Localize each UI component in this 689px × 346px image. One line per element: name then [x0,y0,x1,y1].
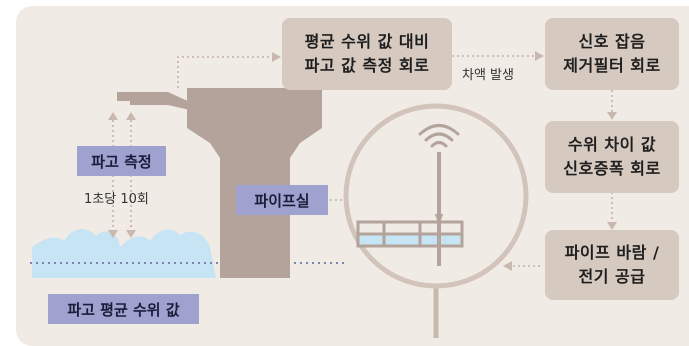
diagram-stage: 평균 수위 값 대비 파고 값 측정 회로 신호 잡음 제거필터 회로 수위 차… [16,6,689,346]
amp-line1: 수위 차이 값 [567,135,657,154]
tank-frame [356,220,464,248]
noise-line1: 신호 잡음 [578,32,646,51]
amplifier-box: 수위 차이 값 신호증폭 회로 [545,121,679,193]
pipe-room-label: 파이프실 [236,185,328,215]
arrowhead-to-amp [607,112,617,120]
signal-line-top [177,56,272,88]
pipe-structure [187,88,322,278]
compare-line1: 평균 수위 값 대비 [304,32,430,51]
probe-tip [435,214,443,226]
average-level-label: 파고 평균 수위 값 [48,294,199,324]
arrowhead-to-circle [503,261,512,271]
arrowhead-to-compare [272,52,281,62]
noise-line2: 제거필터 회로 [563,56,661,75]
sensor-arm [117,92,190,110]
compare-circuit-box: 평균 수위 값 대비 파고 값 측정 회로 [282,18,452,90]
supply-line1: 파이프 바람 / [564,243,660,262]
signal-icon [418,124,460,148]
tank-water [358,234,462,246]
difference-label: 차액 발생 [462,68,514,83]
rate-label: 1초당 10회 [84,192,149,207]
supply-line2: 전기 공급 [578,267,646,286]
arrowheads [108,112,136,238]
compare-line2: 파고 값 측정 회로 [304,56,430,75]
wave-measure-label: 파고 측정 [77,146,166,176]
amp-line2: 신호증폭 회로 [563,159,661,178]
supply-box: 파이프 바람 / 전기 공급 [545,230,679,300]
noise-filter-box: 신호 잡음 제거필터 회로 [545,18,679,90]
arrowhead-to-supply [607,222,617,230]
diagram-artwork [30,51,617,338]
arrowhead-to-noise [535,51,544,61]
ocean-waves [32,228,216,278]
measurement-arrows [112,120,132,232]
